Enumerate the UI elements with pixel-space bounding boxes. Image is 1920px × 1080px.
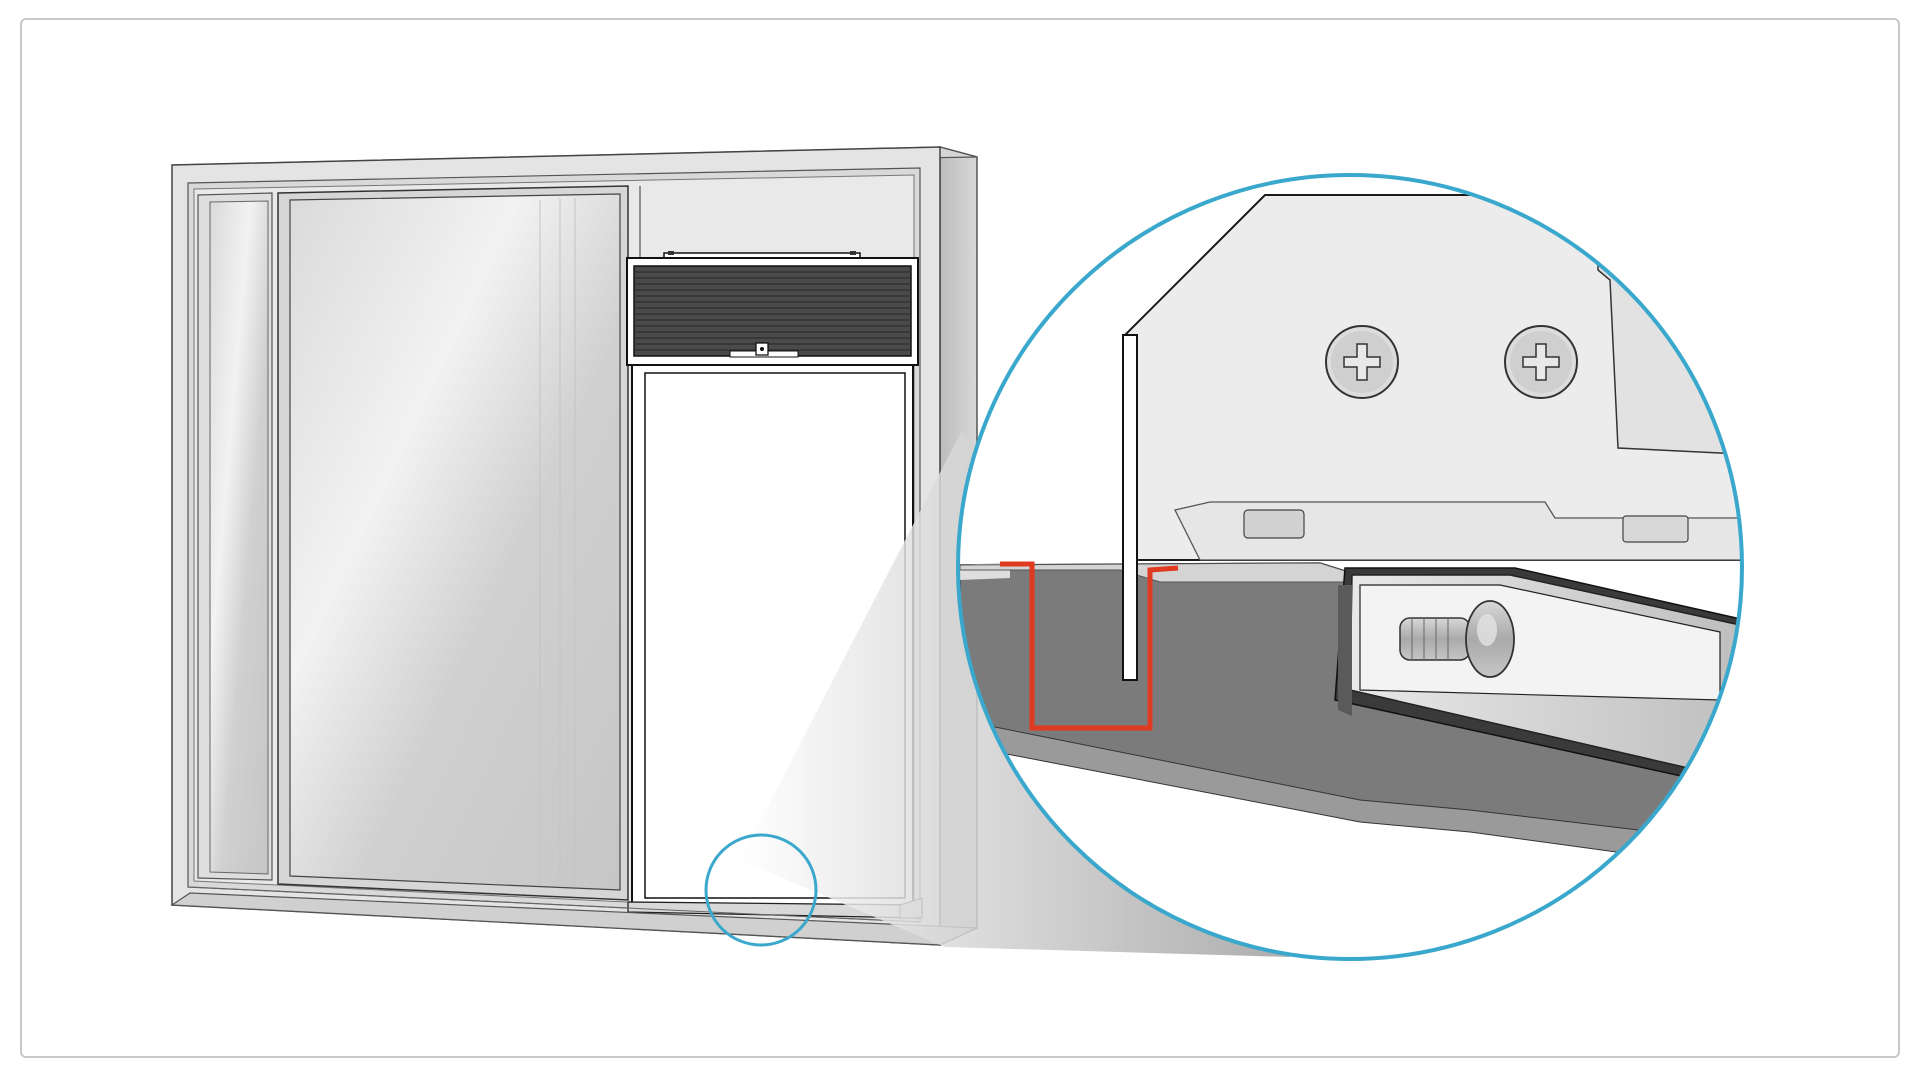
fixed-glass-panel	[197, 192, 273, 881]
hex-bolt-icon	[1399, 600, 1515, 678]
ventilation-grille	[633, 265, 912, 357]
phillips-screw-icon	[1504, 325, 1578, 399]
callout-ring-small	[704, 833, 818, 947]
callout-ring-large	[956, 173, 1744, 961]
magnified-detail	[958, 175, 1742, 959]
sealing-channel-highlight	[1000, 561, 1179, 731]
phillips-screw-icon	[1325, 325, 1399, 399]
sliding-glass-sash	[277, 185, 641, 902]
